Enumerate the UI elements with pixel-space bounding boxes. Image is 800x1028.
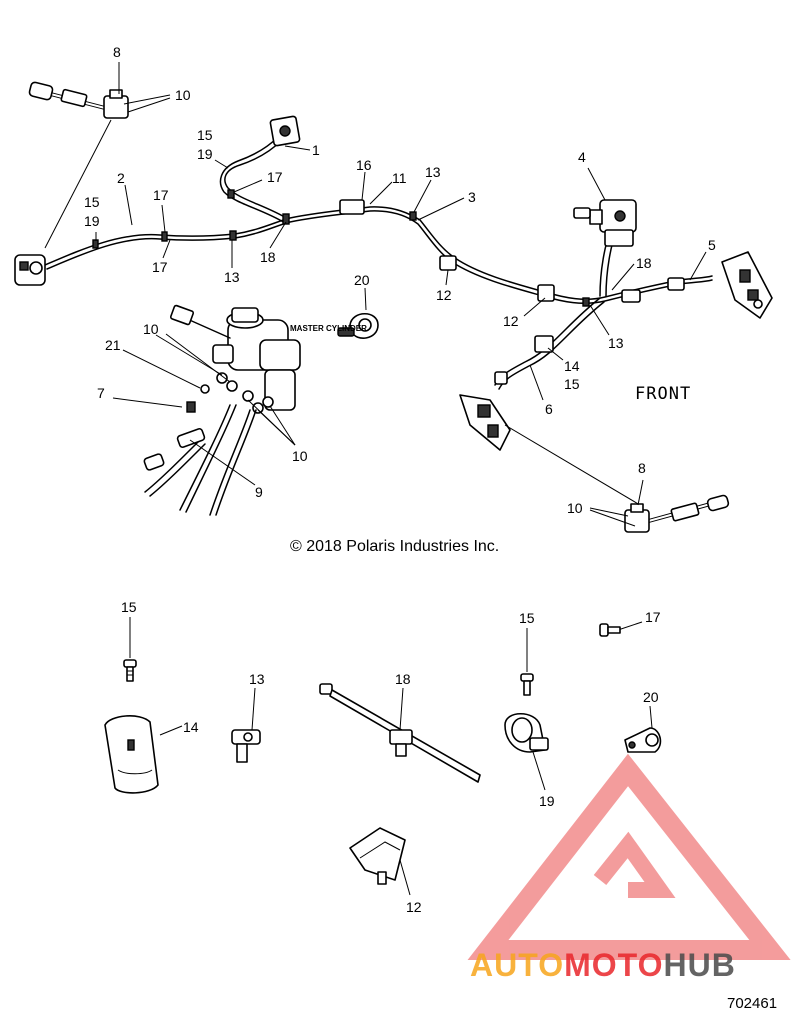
detail-callout-12: 12 [406, 899, 422, 915]
callout-10: 10 [143, 321, 159, 337]
callout-13: 13 [608, 335, 624, 351]
callout-2: 2 [117, 170, 125, 186]
master-cylinder [143, 304, 301, 516]
detail-screw-15-mid [520, 628, 534, 696]
callout-12: 12 [436, 287, 452, 303]
detail-callout-20: 20 [643, 689, 659, 705]
left-front-caliper [459, 394, 641, 506]
callout-10: 10 [567, 500, 583, 516]
figure-number: 702461 [727, 995, 777, 1012]
callout-19: 19 [84, 213, 100, 229]
callout-15: 15 [564, 376, 580, 392]
callout-10: 10 [175, 87, 191, 103]
detail-screw-15-left [123, 617, 137, 682]
callout-12: 12 [503, 313, 519, 329]
callout-6: 6 [545, 401, 553, 417]
copyright-text: © 2018 Polaris Industries Inc. [290, 538, 499, 555]
detail-callout-15: 15 [121, 599, 137, 615]
item-1-block [269, 115, 301, 147]
callouts-lower: 15 13 18 14 15 17 20 19 12 [121, 599, 661, 915]
banjo-fitting-top [28, 81, 129, 249]
callout-14: 14 [564, 358, 580, 374]
callout-11: 11 [392, 170, 407, 186]
detail-bracket-12 [349, 827, 411, 896]
callout-16: 16 [356, 157, 372, 173]
watermark-brand-text: AUTOMOTOHUB [470, 947, 736, 983]
detail-callout-13: 13 [249, 671, 265, 687]
callout-20: 20 [354, 272, 370, 288]
watermark-logo [467, 753, 791, 960]
callout-19: 19 [197, 146, 213, 162]
master-cylinder-label: MASTER CYLINDER [290, 324, 367, 333]
callout-3: 3 [468, 189, 476, 205]
callout-9: 9 [255, 484, 263, 500]
callout-13: 13 [425, 164, 441, 180]
front-label: FRONT [635, 384, 691, 404]
callout-7: 7 [97, 385, 105, 401]
leader-lines-upper [95, 62, 707, 527]
callout-5: 5 [708, 237, 716, 253]
right-front-caliper [721, 251, 773, 319]
callout-4: 4 [578, 149, 586, 165]
callout-1: 1 [312, 142, 320, 158]
detail-callout-19: 19 [539, 793, 555, 809]
callout-15: 15 [197, 127, 213, 143]
brake-line-main [44, 136, 713, 390]
banjo-fitting-bottom [624, 494, 730, 533]
detail-p-clamp-20 [624, 705, 662, 753]
detail-sleeve-14 [104, 715, 183, 794]
left-sensor-block [14, 254, 46, 286]
callout-10: 10 [292, 448, 308, 464]
proportioning-valve [573, 199, 637, 247]
hose-clips [92, 189, 685, 385]
detail-callout-18: 18 [395, 671, 411, 687]
item-20-clamp-assembly [337, 312, 379, 339]
callout-8: 8 [638, 460, 646, 476]
callout-15: 15 [84, 194, 100, 210]
callouts-upper: 8 10 15 19 1 2 15 19 17 17 17 13 18 16 1… [84, 44, 716, 516]
callout-18: 18 [636, 255, 652, 271]
detail-callout-17: 17 [645, 609, 661, 625]
detail-clip-13 [231, 687, 261, 763]
callout-8: 8 [113, 44, 121, 60]
detail-cable-tie-18 [319, 683, 481, 783]
callout-18: 18 [260, 249, 276, 265]
svg-text:AUTOMOTOHUB: AUTOMOTOHUB [470, 947, 736, 983]
callout-17: 17 [152, 259, 168, 275]
detail-screw-17 [599, 621, 643, 637]
callout-21: 21 [105, 337, 121, 353]
detail-callout-14: 14 [183, 719, 199, 735]
callout-17: 17 [267, 169, 283, 185]
callout-17: 17 [153, 187, 169, 203]
detail-callout-15: 15 [519, 610, 535, 626]
callout-13: 13 [224, 269, 240, 285]
detail-clamp-19 [504, 712, 549, 791]
